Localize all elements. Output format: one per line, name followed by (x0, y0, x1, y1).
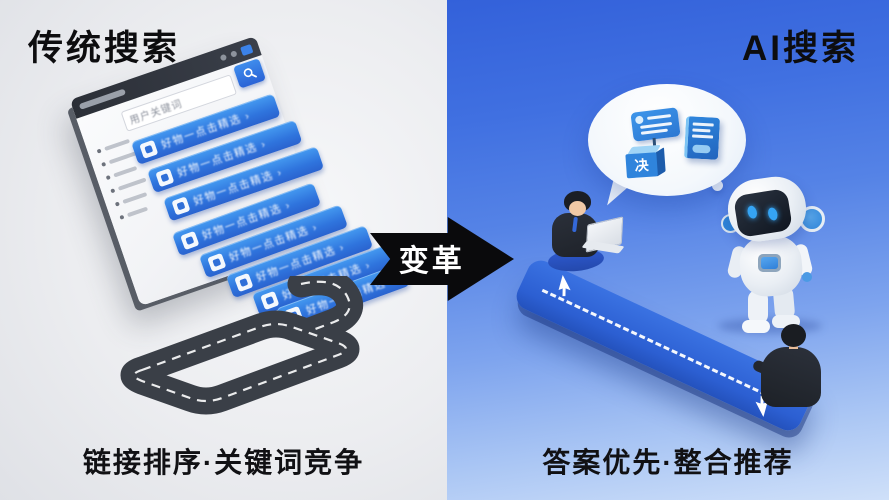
browser-app-icon (239, 43, 254, 56)
user-at-path-end (751, 322, 840, 418)
robot-chest-screen (758, 254, 781, 272)
browser-body: 用户关键词 好物一点击精选 › 好物一点击精选 › (76, 55, 326, 306)
sidebar-line (113, 165, 138, 178)
search-button (233, 58, 267, 89)
user-with-laptop (540, 185, 632, 289)
sidebar-line (104, 138, 131, 152)
search-input-value: 用户关键词 (128, 98, 185, 128)
bullet-icon (101, 161, 107, 167)
result-favicon-icon (180, 230, 200, 250)
left-caption: 链接排序·关键词竞争 (82, 447, 365, 478)
right-caption: 答案优先·整合推荐 (542, 447, 794, 478)
right-title: AI搜索 (741, 29, 859, 68)
bullet-icon (110, 188, 116, 194)
speech-bubble: 决 (588, 84, 746, 196)
bullet-icon (114, 201, 120, 207)
transform-arrow-label: 变革 (398, 245, 465, 279)
left-title: 传统搜索 (28, 29, 181, 68)
answer-box: 决 (624, 144, 668, 182)
sidebar-line (122, 192, 148, 204)
bullet-icon (119, 214, 125, 220)
window-dot-icon (230, 50, 238, 58)
speech-bubble-dot (712, 180, 723, 191)
answer-box-label: 决 (625, 152, 658, 179)
result-favicon-icon (155, 167, 175, 187)
result-favicon-icon (139, 139, 159, 159)
robot-eye-icon (766, 206, 779, 222)
browser-window: 用户关键词 好物一点击精选 › 好物一点击精选 › (69, 36, 327, 306)
result-favicon-icon (207, 252, 227, 272)
answer-card (683, 116, 721, 160)
ai-robot (700, 172, 840, 334)
result-favicon-icon (171, 195, 191, 216)
sidebar-line (126, 206, 149, 218)
robot-eye-icon (746, 204, 759, 220)
magnifier-icon (243, 68, 257, 78)
sidebar-line (117, 177, 147, 191)
window-dot-icon (219, 53, 228, 62)
winding-road (120, 276, 364, 415)
bullet-icon (96, 148, 102, 154)
answer-card (630, 107, 681, 142)
avatar-icon (634, 115, 644, 125)
bullet-icon (105, 175, 111, 181)
ai-search-panel (447, 0, 889, 500)
